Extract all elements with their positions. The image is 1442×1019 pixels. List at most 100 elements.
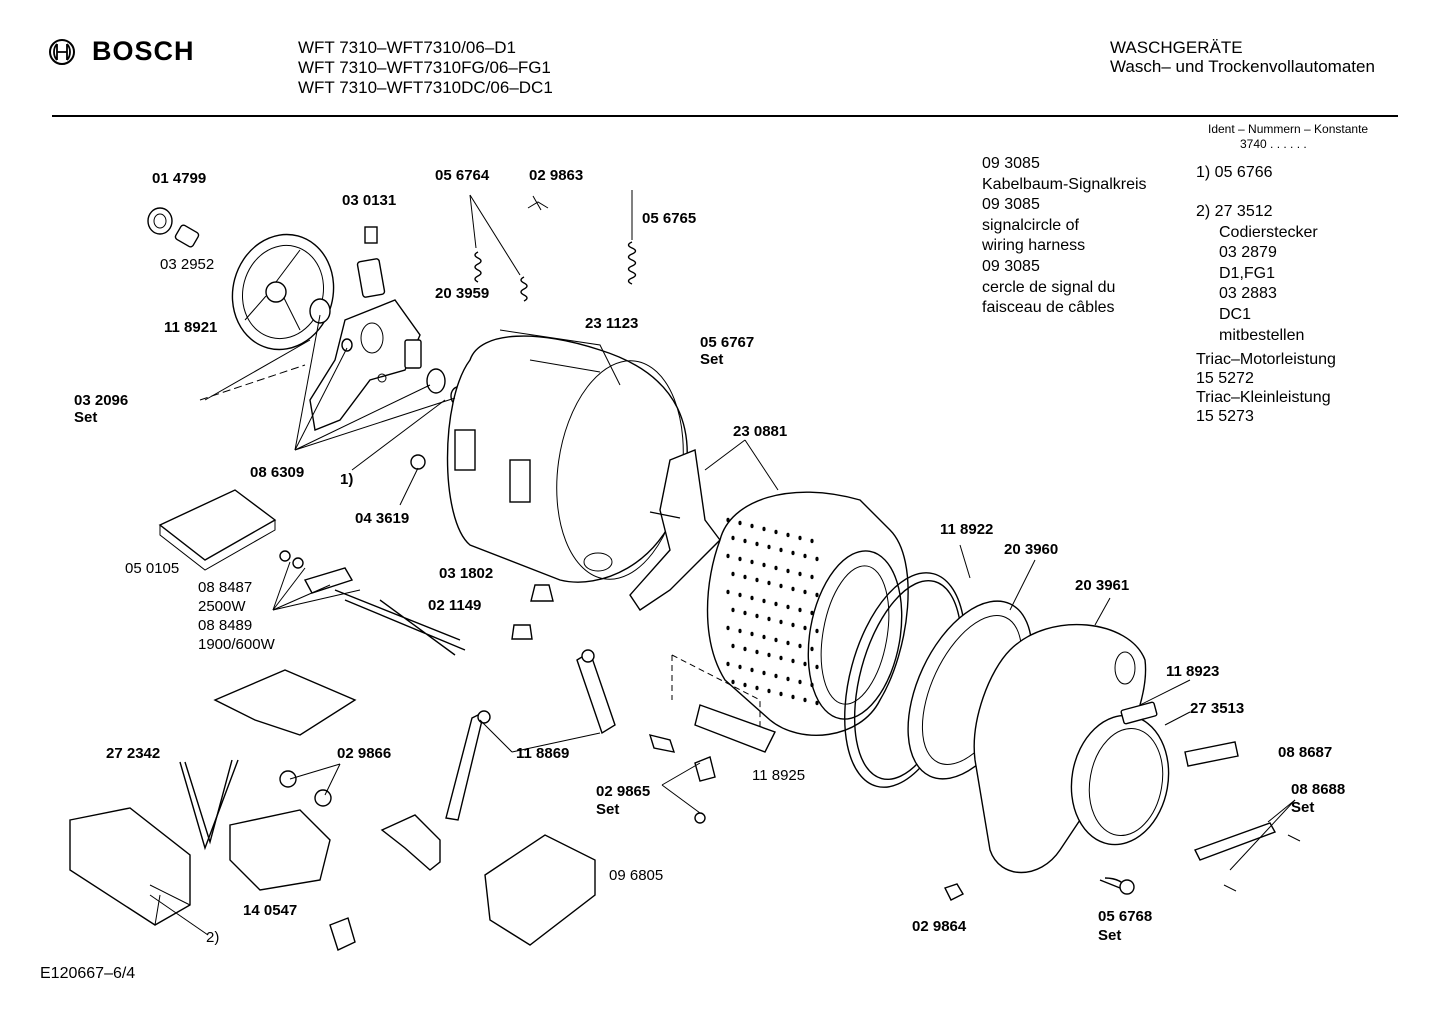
note-line: signalcircle of xyxy=(982,216,1079,234)
drum-perforation xyxy=(726,517,730,523)
drum-perforation xyxy=(738,592,742,598)
note-line: 15 5273 xyxy=(1196,408,1254,425)
model-list: WFT 7310–WFT7310/06–D1 WFT 7310–WFT7310F… xyxy=(298,38,553,98)
part-label: 11 8921 xyxy=(164,319,218,336)
drum-perforation xyxy=(791,622,795,628)
drum-perforation xyxy=(755,577,759,583)
part-label: 01 4799 xyxy=(152,170,207,187)
drum-perforation xyxy=(786,532,790,538)
part-label: 08 6309 xyxy=(250,464,305,481)
part-label: 09 6805 xyxy=(609,867,664,884)
drum-perforation xyxy=(815,700,819,706)
drum-perforation xyxy=(750,523,754,529)
footnote-2: 2) 27 3512 Codierstecker 03 2879 D1,FG1 … xyxy=(1196,202,1318,346)
bearing-ring xyxy=(147,207,200,248)
part-label: 08 8489 xyxy=(198,617,253,634)
note-line: Kabelbaum-Signalkreis xyxy=(982,175,1147,193)
drum-perforation xyxy=(779,655,783,661)
part-label: 11 8922 xyxy=(940,521,994,538)
shock-absorbers xyxy=(445,649,616,821)
category-line-1: WASCHGERÄTE xyxy=(1110,38,1243,57)
motor xyxy=(229,770,332,891)
part-label: Set xyxy=(1291,799,1315,816)
part-label: 23 1123 xyxy=(585,315,639,332)
note-line: mitbestellen xyxy=(1219,326,1305,344)
drum-perforation xyxy=(810,646,814,652)
drum-perforation xyxy=(767,616,771,622)
note-line: D1,FG1 xyxy=(1219,264,1276,282)
drum-perforation xyxy=(791,658,795,664)
bosch-logo-icon xyxy=(49,38,75,65)
note-line: cercle de signal du xyxy=(982,278,1116,296)
note-line: 03 2879 xyxy=(1219,244,1277,262)
model-line: WFT 7310–WFT7310FG/06–FG1 xyxy=(298,58,551,77)
note-line: 09 3085 xyxy=(982,196,1040,214)
drum-perforation xyxy=(743,610,747,616)
part-label: 05 6765 xyxy=(642,210,697,227)
drum-perforation xyxy=(726,589,730,595)
drum-perforation xyxy=(810,682,814,688)
part-label: Set xyxy=(1098,927,1122,944)
drum-perforation xyxy=(743,538,747,544)
part-label: 11 8925 xyxy=(752,767,806,784)
note-line: 2) 27 3512 xyxy=(1196,203,1273,220)
drum-perforation xyxy=(762,670,766,676)
part-label: 03 2952 xyxy=(160,256,215,273)
drum-perforation xyxy=(738,520,742,526)
drum-perforation xyxy=(738,556,742,562)
drum-perforation xyxy=(798,535,802,541)
wash-drum xyxy=(706,491,909,736)
drum-perforation xyxy=(810,538,814,544)
part-label: 27 3513 xyxy=(1190,700,1245,717)
springs xyxy=(364,190,637,302)
note-line: Triac–Kleinleistung xyxy=(1196,389,1331,406)
tub xyxy=(446,329,688,583)
category-title: WASCHGERÄTE Wasch– und Trockenvollautoma… xyxy=(1110,38,1375,76)
drum-perforation xyxy=(774,637,778,643)
drum-perforation xyxy=(731,571,735,577)
note-line: 15 5272 xyxy=(1196,370,1254,387)
part-label: 20 3959 xyxy=(435,285,490,302)
drum-perforation xyxy=(798,643,802,649)
drum-perforation xyxy=(726,625,730,631)
part-label: 2) xyxy=(206,929,220,946)
part-label: 02 9863 xyxy=(529,167,584,184)
part-label: 03 2096 xyxy=(74,392,129,409)
door-lock-part xyxy=(648,734,716,824)
drum-perforation xyxy=(762,526,766,532)
note-line: Triac–Motorleistung xyxy=(1196,351,1336,368)
drum-perforation xyxy=(731,643,735,649)
part-label: 14 0547 xyxy=(243,902,298,919)
part-label: 08 8487 xyxy=(198,579,253,596)
drum-perforation xyxy=(743,682,747,688)
mount-brackets xyxy=(329,814,441,951)
part-label: 11 8869 xyxy=(516,745,570,762)
drum-perforation xyxy=(743,646,747,652)
part-label: Set xyxy=(700,351,724,368)
drum-perforation xyxy=(810,610,814,616)
part-label: 08 8687 xyxy=(1278,744,1333,761)
drum-perforation xyxy=(731,607,735,613)
drum-perforation xyxy=(755,649,759,655)
drum-perforation xyxy=(774,601,778,607)
drum-perforation xyxy=(738,628,742,634)
drum-perforation xyxy=(803,625,807,631)
drum-perforation xyxy=(750,595,754,601)
ident-block: Ident – Nummern – Konstante 3740 . . . .… xyxy=(1208,122,1368,152)
drum-perforation xyxy=(774,529,778,535)
part-label: 05 6768 xyxy=(1098,908,1153,925)
drum-perforation xyxy=(803,589,807,595)
brand-header: BOSCH xyxy=(48,36,195,67)
part-label: 02 1149 xyxy=(428,597,482,614)
part-label: 03 0131 xyxy=(342,192,397,209)
drum-perforation xyxy=(726,661,730,667)
model-line: WFT 7310–WFT7310/06–D1 xyxy=(298,38,516,57)
hinge-parts xyxy=(944,741,1301,901)
part-label: Set xyxy=(74,409,98,426)
drum-perforation xyxy=(767,688,771,694)
drum-bracket xyxy=(629,449,721,611)
part-label: 02 9864 xyxy=(912,918,967,935)
drum-perforation xyxy=(767,544,771,550)
drum-perforation xyxy=(786,676,790,682)
